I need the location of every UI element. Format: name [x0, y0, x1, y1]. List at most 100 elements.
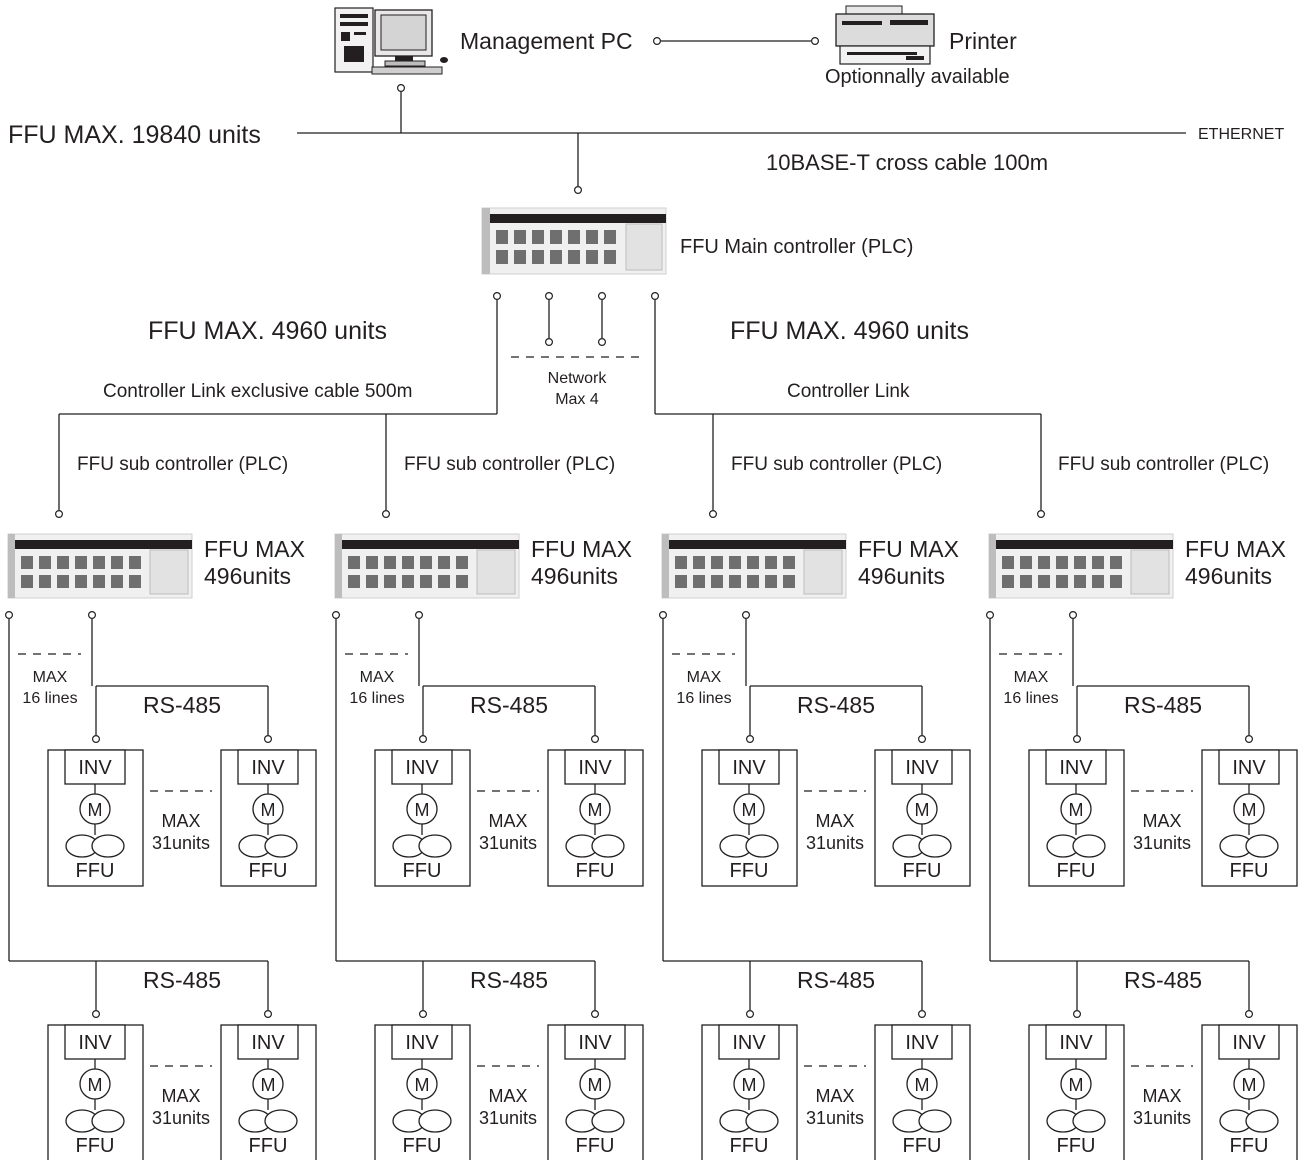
- network-label: Network: [548, 370, 608, 387]
- units-count-label: 31units: [1133, 1108, 1191, 1128]
- management-pc-label: Management PC: [460, 28, 633, 54]
- lines-max-label: MAX: [1014, 669, 1049, 686]
- fan-blade-right-icon: [592, 835, 624, 857]
- units-max-label: MAX: [815, 1086, 854, 1106]
- fan-blade-right-icon: [419, 1110, 451, 1132]
- ffu-label: FFU: [1057, 1135, 1096, 1157]
- rs485-node-right: [919, 736, 926, 743]
- units-count-label: 31units: [806, 1108, 864, 1128]
- fan-blade-right-icon: [592, 1110, 624, 1132]
- units-max-label: MAX: [815, 811, 854, 831]
- fan-blade-right-icon: [746, 835, 778, 857]
- main-port-network-1: [546, 293, 553, 300]
- sub-controller-plc-icon: [335, 534, 519, 598]
- network-node-1: [546, 339, 553, 346]
- inverter-label: INV: [1059, 1032, 1093, 1054]
- sub-controller-max-line1: FFU MAX: [1185, 536, 1286, 562]
- rs485-node-right: [1246, 1011, 1253, 1018]
- sub-controller-max-line1: FFU MAX: [858, 536, 959, 562]
- inverter-label: INV: [905, 757, 939, 779]
- rs485-node-right: [919, 1011, 926, 1018]
- fan-blade-right-icon: [265, 835, 297, 857]
- rs485-label: RS-485: [1124, 967, 1202, 993]
- inverter-label: INV: [578, 757, 612, 779]
- ffu-unit-first: INVMFFU: [1029, 750, 1124, 886]
- inverter-label: INV: [905, 1032, 939, 1054]
- rs485-label: RS-485: [470, 967, 548, 993]
- inverter-label: INV: [78, 757, 112, 779]
- sub-controller-link-node: [1038, 511, 1045, 518]
- rs485-node-left: [1074, 736, 1081, 743]
- motor-label: M: [915, 800, 930, 820]
- lines-count-label: 16 lines: [1003, 690, 1058, 707]
- fan-blade-right-icon: [1073, 1110, 1105, 1132]
- sub-controller-label: FFU sub controller (PLC): [77, 454, 288, 475]
- ffu-label: FFU: [403, 1135, 442, 1157]
- units-count-label: 31units: [479, 1108, 537, 1128]
- pc-ethernet-node: [398, 85, 405, 92]
- sub-controller-plc-icon: [989, 534, 1173, 598]
- rs485-label: RS-485: [797, 967, 875, 993]
- sub-controller-max-line1: FFU MAX: [204, 536, 305, 562]
- sub-port-inner: [743, 612, 750, 619]
- units-max-label: MAX: [1142, 1086, 1181, 1106]
- ffu-label: FFU: [730, 860, 769, 882]
- main-controller-plc-icon: [482, 208, 666, 274]
- sub-port-outer: [660, 612, 667, 619]
- units-count-label: 31units: [152, 1108, 210, 1128]
- motor-label: M: [261, 1075, 276, 1095]
- motor-label: M: [1069, 800, 1084, 820]
- printer-note: Optionnally available: [825, 66, 1010, 88]
- motor-label: M: [742, 800, 757, 820]
- left-group-max-label: FFU MAX. 4960 units: [148, 317, 387, 345]
- rs485-node-left: [747, 1011, 754, 1018]
- sub-controller-max-line2: 496units: [1185, 563, 1272, 589]
- inverter-label: INV: [732, 1032, 766, 1054]
- main-port-left: [494, 293, 501, 300]
- inverter-label: INV: [578, 1032, 612, 1054]
- fan-blade-right-icon: [919, 1110, 951, 1132]
- lines-count-label: 16 lines: [349, 690, 404, 707]
- sub-controller-link-node: [710, 511, 717, 518]
- ffu-label: FFU: [76, 860, 115, 882]
- rs485-label: RS-485: [143, 692, 221, 718]
- ffu-label: FFU: [249, 860, 288, 882]
- main-ethernet-node: [575, 187, 582, 194]
- lines-max-label: MAX: [33, 669, 68, 686]
- ffu-label: FFU: [76, 1135, 115, 1157]
- inverter-label: INV: [251, 757, 285, 779]
- units-count-label: 31units: [152, 833, 210, 853]
- fan-blade-right-icon: [92, 835, 124, 857]
- network-max-label: Max 4: [555, 391, 599, 408]
- motor-label: M: [415, 800, 430, 820]
- inverter-label: INV: [1232, 1032, 1266, 1054]
- sub-controller-label: FFU sub controller (PLC): [1058, 454, 1269, 475]
- units-max-label: MAX: [488, 811, 527, 831]
- sub-controller-group-3: FFU sub controller (PLC)FFU MAX496unitsM…: [660, 414, 970, 1160]
- units-count-label: 31units: [479, 833, 537, 853]
- left-group-link-label: Controller Link exclusive cable 500m: [103, 381, 412, 402]
- ffu-unit-first: INVMFFU: [48, 1025, 143, 1160]
- printer-label: Printer: [949, 28, 1017, 54]
- sub-controller-max-line1: FFU MAX: [531, 536, 632, 562]
- motor-label: M: [415, 1075, 430, 1095]
- ffu-label: FFU: [730, 1135, 769, 1157]
- rs485-label: RS-485: [470, 692, 548, 718]
- rs485-node-right: [592, 736, 599, 743]
- sub-controller-group-4: FFU sub controller (PLC)FFU MAX496unitsM…: [987, 414, 1297, 1160]
- ffu-unit-last: INVMFFU: [548, 750, 643, 886]
- sub-controller-max-line2: 496units: [204, 563, 291, 589]
- ffu-unit-first: INV M FFU: [702, 1025, 797, 1160]
- fan-blade-right-icon: [1073, 835, 1105, 857]
- fan-blade-right-icon: [265, 1110, 297, 1132]
- cable-label: 10BASE-T cross cable 100m: [766, 150, 1048, 175]
- inverter-label: INV: [405, 757, 439, 779]
- motor-label: M: [742, 1075, 757, 1095]
- lines-max-label: MAX: [687, 669, 722, 686]
